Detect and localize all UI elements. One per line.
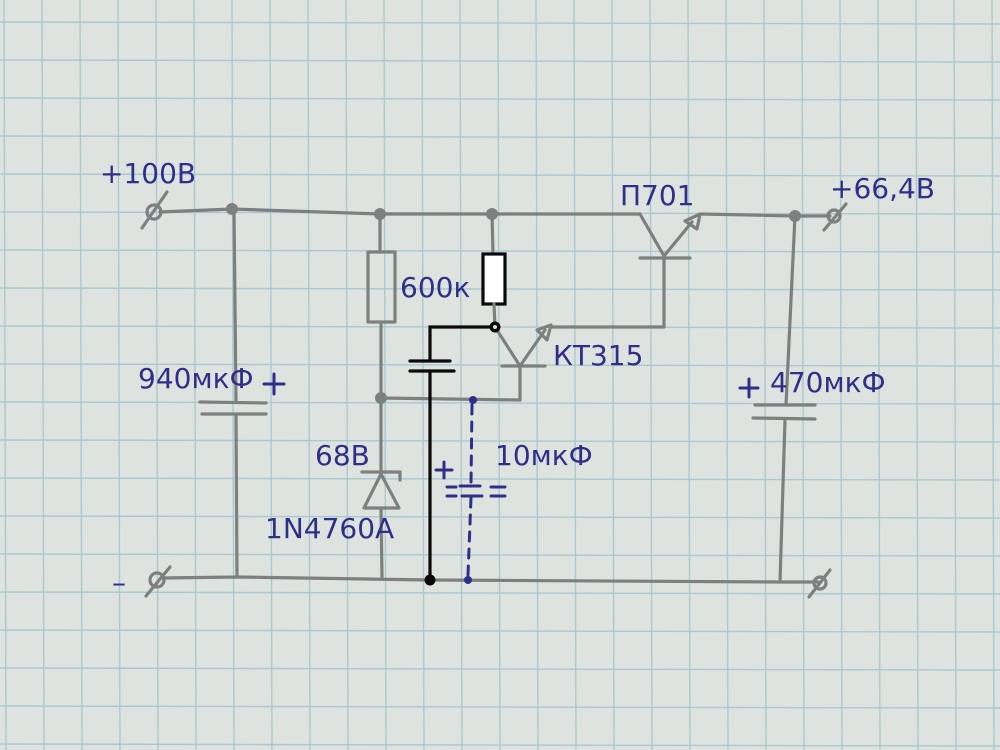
grid-line-vertical bbox=[231, 0, 235, 750]
output-terminal bbox=[822, 202, 848, 232]
grid-line-vertical bbox=[459, 0, 463, 750]
input-voltage-label: +100В bbox=[100, 157, 196, 190]
grid-line-vertical bbox=[725, 0, 729, 750]
input-capacitor-940uf bbox=[198, 207, 268, 579]
input-terminal bbox=[140, 190, 169, 230]
grid-line-horizontal bbox=[0, 553, 1000, 557]
grid-line-vertical bbox=[763, 0, 767, 750]
grid-line-horizontal bbox=[0, 667, 1000, 671]
grid-line-horizontal bbox=[0, 401, 1000, 405]
grid-line-horizontal bbox=[0, 439, 1000, 443]
zener-voltage-label: 68В bbox=[315, 439, 370, 472]
grid-line-horizontal bbox=[0, 97, 1000, 101]
output-voltage-label: +66,4В bbox=[830, 172, 935, 205]
grid-line-horizontal bbox=[0, 629, 1000, 633]
dashed-capacitor-10uf bbox=[434, 396, 507, 584]
grid-line-vertical bbox=[535, 0, 539, 750]
p701-transistor bbox=[638, 212, 702, 260]
grid-line-horizontal bbox=[0, 515, 1000, 519]
dashed-capacitor-label: 10мкФ bbox=[495, 439, 593, 472]
zener-diode-1n4760a bbox=[360, 470, 402, 580]
kt315-label: КТ315 bbox=[553, 339, 643, 372]
grid-line-vertical bbox=[649, 0, 653, 750]
kt315-base-wire bbox=[379, 364, 522, 402]
grid-line-horizontal bbox=[0, 173, 1000, 177]
output-capacitor-label: 470мкФ bbox=[770, 366, 886, 399]
grid-line-vertical bbox=[117, 0, 121, 750]
grid-line-horizontal bbox=[0, 477, 1000, 481]
grid-line-vertical bbox=[307, 0, 311, 750]
input-capacitor-label: 940мкФ bbox=[138, 362, 254, 395]
grid-line-vertical bbox=[991, 0, 995, 750]
grid-line-vertical bbox=[155, 0, 159, 750]
grid-line-vertical bbox=[915, 0, 919, 750]
grid-line-vertical bbox=[345, 0, 349, 750]
bias-resistor-label: 600к bbox=[400, 271, 470, 304]
grid-line-vertical bbox=[3, 0, 7, 750]
grid-line-vertical bbox=[497, 0, 501, 750]
grid-line-horizontal bbox=[0, 135, 1000, 139]
grid-line-vertical bbox=[193, 0, 197, 750]
junction-dots bbox=[226, 203, 801, 404]
grid-line-vertical bbox=[421, 0, 425, 750]
grid-line-horizontal bbox=[0, 705, 1000, 709]
grid-line-vertical bbox=[79, 0, 83, 750]
polarity-markers bbox=[262, 372, 760, 399]
grid-line-vertical bbox=[801, 0, 805, 750]
grid-line-horizontal bbox=[0, 363, 1000, 367]
grid-line-vertical bbox=[41, 0, 45, 750]
grid-line-vertical bbox=[383, 0, 387, 750]
ground-label: – bbox=[112, 566, 126, 599]
grid-line-horizontal bbox=[0, 591, 1000, 595]
ground-terminal-right bbox=[807, 568, 832, 599]
grid-line-vertical bbox=[611, 0, 615, 750]
grid-line-vertical bbox=[687, 0, 691, 750]
grid-line-horizontal bbox=[0, 743, 1000, 747]
bottom-rail-wire bbox=[160, 575, 820, 584]
collector-resistor bbox=[481, 212, 507, 329]
grid-line-vertical bbox=[269, 0, 273, 750]
kt315-transistor bbox=[493, 258, 666, 368]
bias-resistor-600k bbox=[366, 212, 397, 472]
output-capacitor-470uf bbox=[751, 214, 817, 584]
zener-part-label: 1N4760A bbox=[265, 512, 394, 545]
grid-line-vertical bbox=[839, 0, 843, 750]
p701-label: П701 bbox=[620, 179, 695, 212]
grid-line-horizontal bbox=[0, 59, 1000, 63]
ink-capacitor bbox=[408, 321, 501, 586]
grid-line-vertical bbox=[573, 0, 577, 750]
grid-line-horizontal bbox=[0, 249, 1000, 253]
ground-terminal-left bbox=[144, 565, 172, 598]
grid-line-vertical bbox=[953, 0, 957, 750]
grid-line-horizontal bbox=[0, 21, 1000, 25]
grid-line-vertical bbox=[877, 0, 881, 750]
